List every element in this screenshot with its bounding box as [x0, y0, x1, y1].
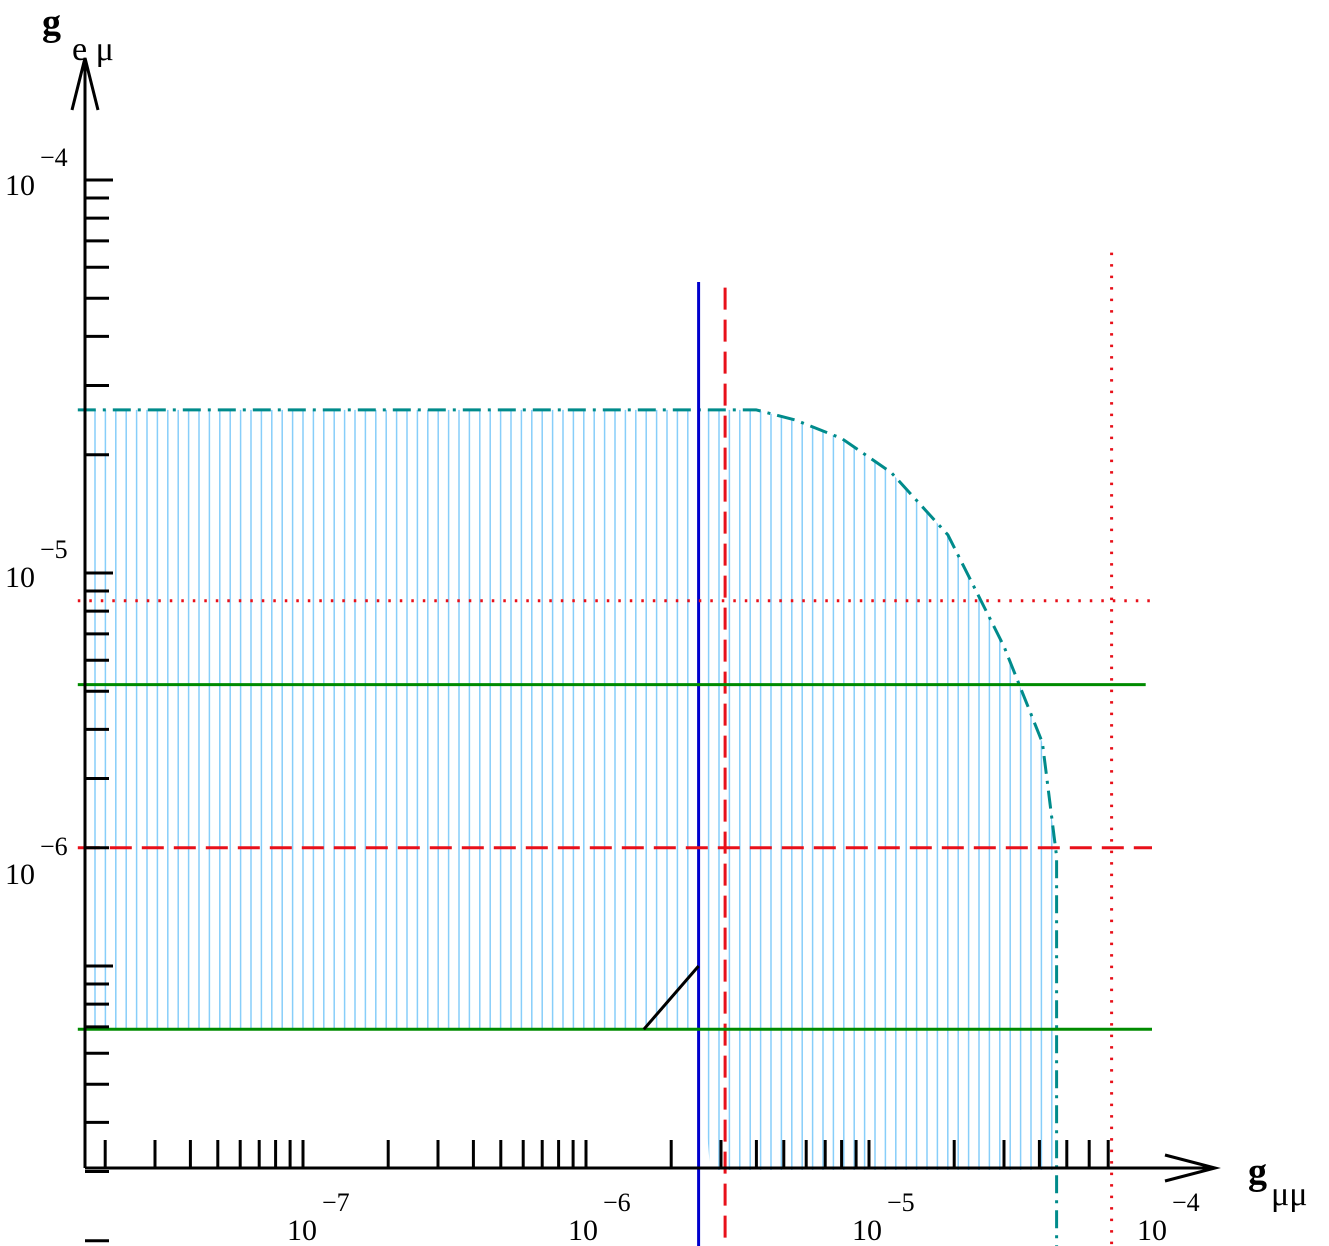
y-tick-label-exp: −4: [40, 143, 68, 172]
axes: [70, 57, 1221, 1243]
y-tick-labels: 10 −4 10 −5 10 −6: [5, 143, 68, 891]
x-tick-label: 10 −4: [1137, 1188, 1200, 1246]
y-axis-title-sub: e μ: [72, 31, 114, 68]
x-tick-label-base: 10: [852, 1214, 882, 1246]
shaded-region: [94, 409, 1053, 1170]
series-line-solid: [642, 965, 700, 1031]
y-tick-label-base: 10: [5, 561, 35, 594]
x-tick-label-exp: −4: [1172, 1188, 1200, 1217]
y-axis-arrowhead: [70, 57, 100, 111]
x-tick-label-base: 10: [287, 1214, 317, 1246]
x-tick-labels: 10 −7 10 −6 10 −5 10 −4: [287, 1188, 1200, 1246]
y-axis-title: g e μ: [42, 2, 114, 68]
x-tick-label-base: 10: [568, 1214, 598, 1246]
x-ticks: [103, 1140, 1110, 1168]
y-tick-label: 10 −6: [5, 832, 68, 891]
y-tick-label-exp: −6: [40, 832, 68, 861]
x-axis-title-main: g: [1248, 1151, 1267, 1193]
y-tick-label-base: 10: [5, 858, 35, 891]
x-tick-label-exp: −7: [322, 1188, 350, 1217]
y-tick-label: 10 −5: [5, 535, 68, 594]
y-axis-title-main: g: [42, 2, 61, 44]
x-tick-label-exp: −5: [887, 1188, 915, 1217]
series-layer: [77, 250, 1152, 1246]
x-axis-title-sub: μμ: [1271, 1176, 1307, 1213]
y-tick-label: 10 −4: [5, 143, 68, 202]
series-line-dashdot: [77, 408, 1059, 1246]
x-tick-label-base: 10: [1137, 1214, 1167, 1246]
x-axis-title: g μμ: [1248, 1151, 1307, 1213]
y-tick-label-base: 10: [5, 169, 35, 202]
x-tick-label-exp: −6: [603, 1188, 631, 1217]
x-tick-label: 10 −5: [852, 1188, 915, 1246]
y-tick-label-exp: −5: [40, 535, 68, 564]
x-axis-arrowhead: [1164, 1153, 1221, 1183]
x-tick-label: 10 −6: [568, 1188, 631, 1246]
y-ticks: [85, 178, 113, 1243]
x-tick-label: 10 −7: [287, 1188, 350, 1246]
